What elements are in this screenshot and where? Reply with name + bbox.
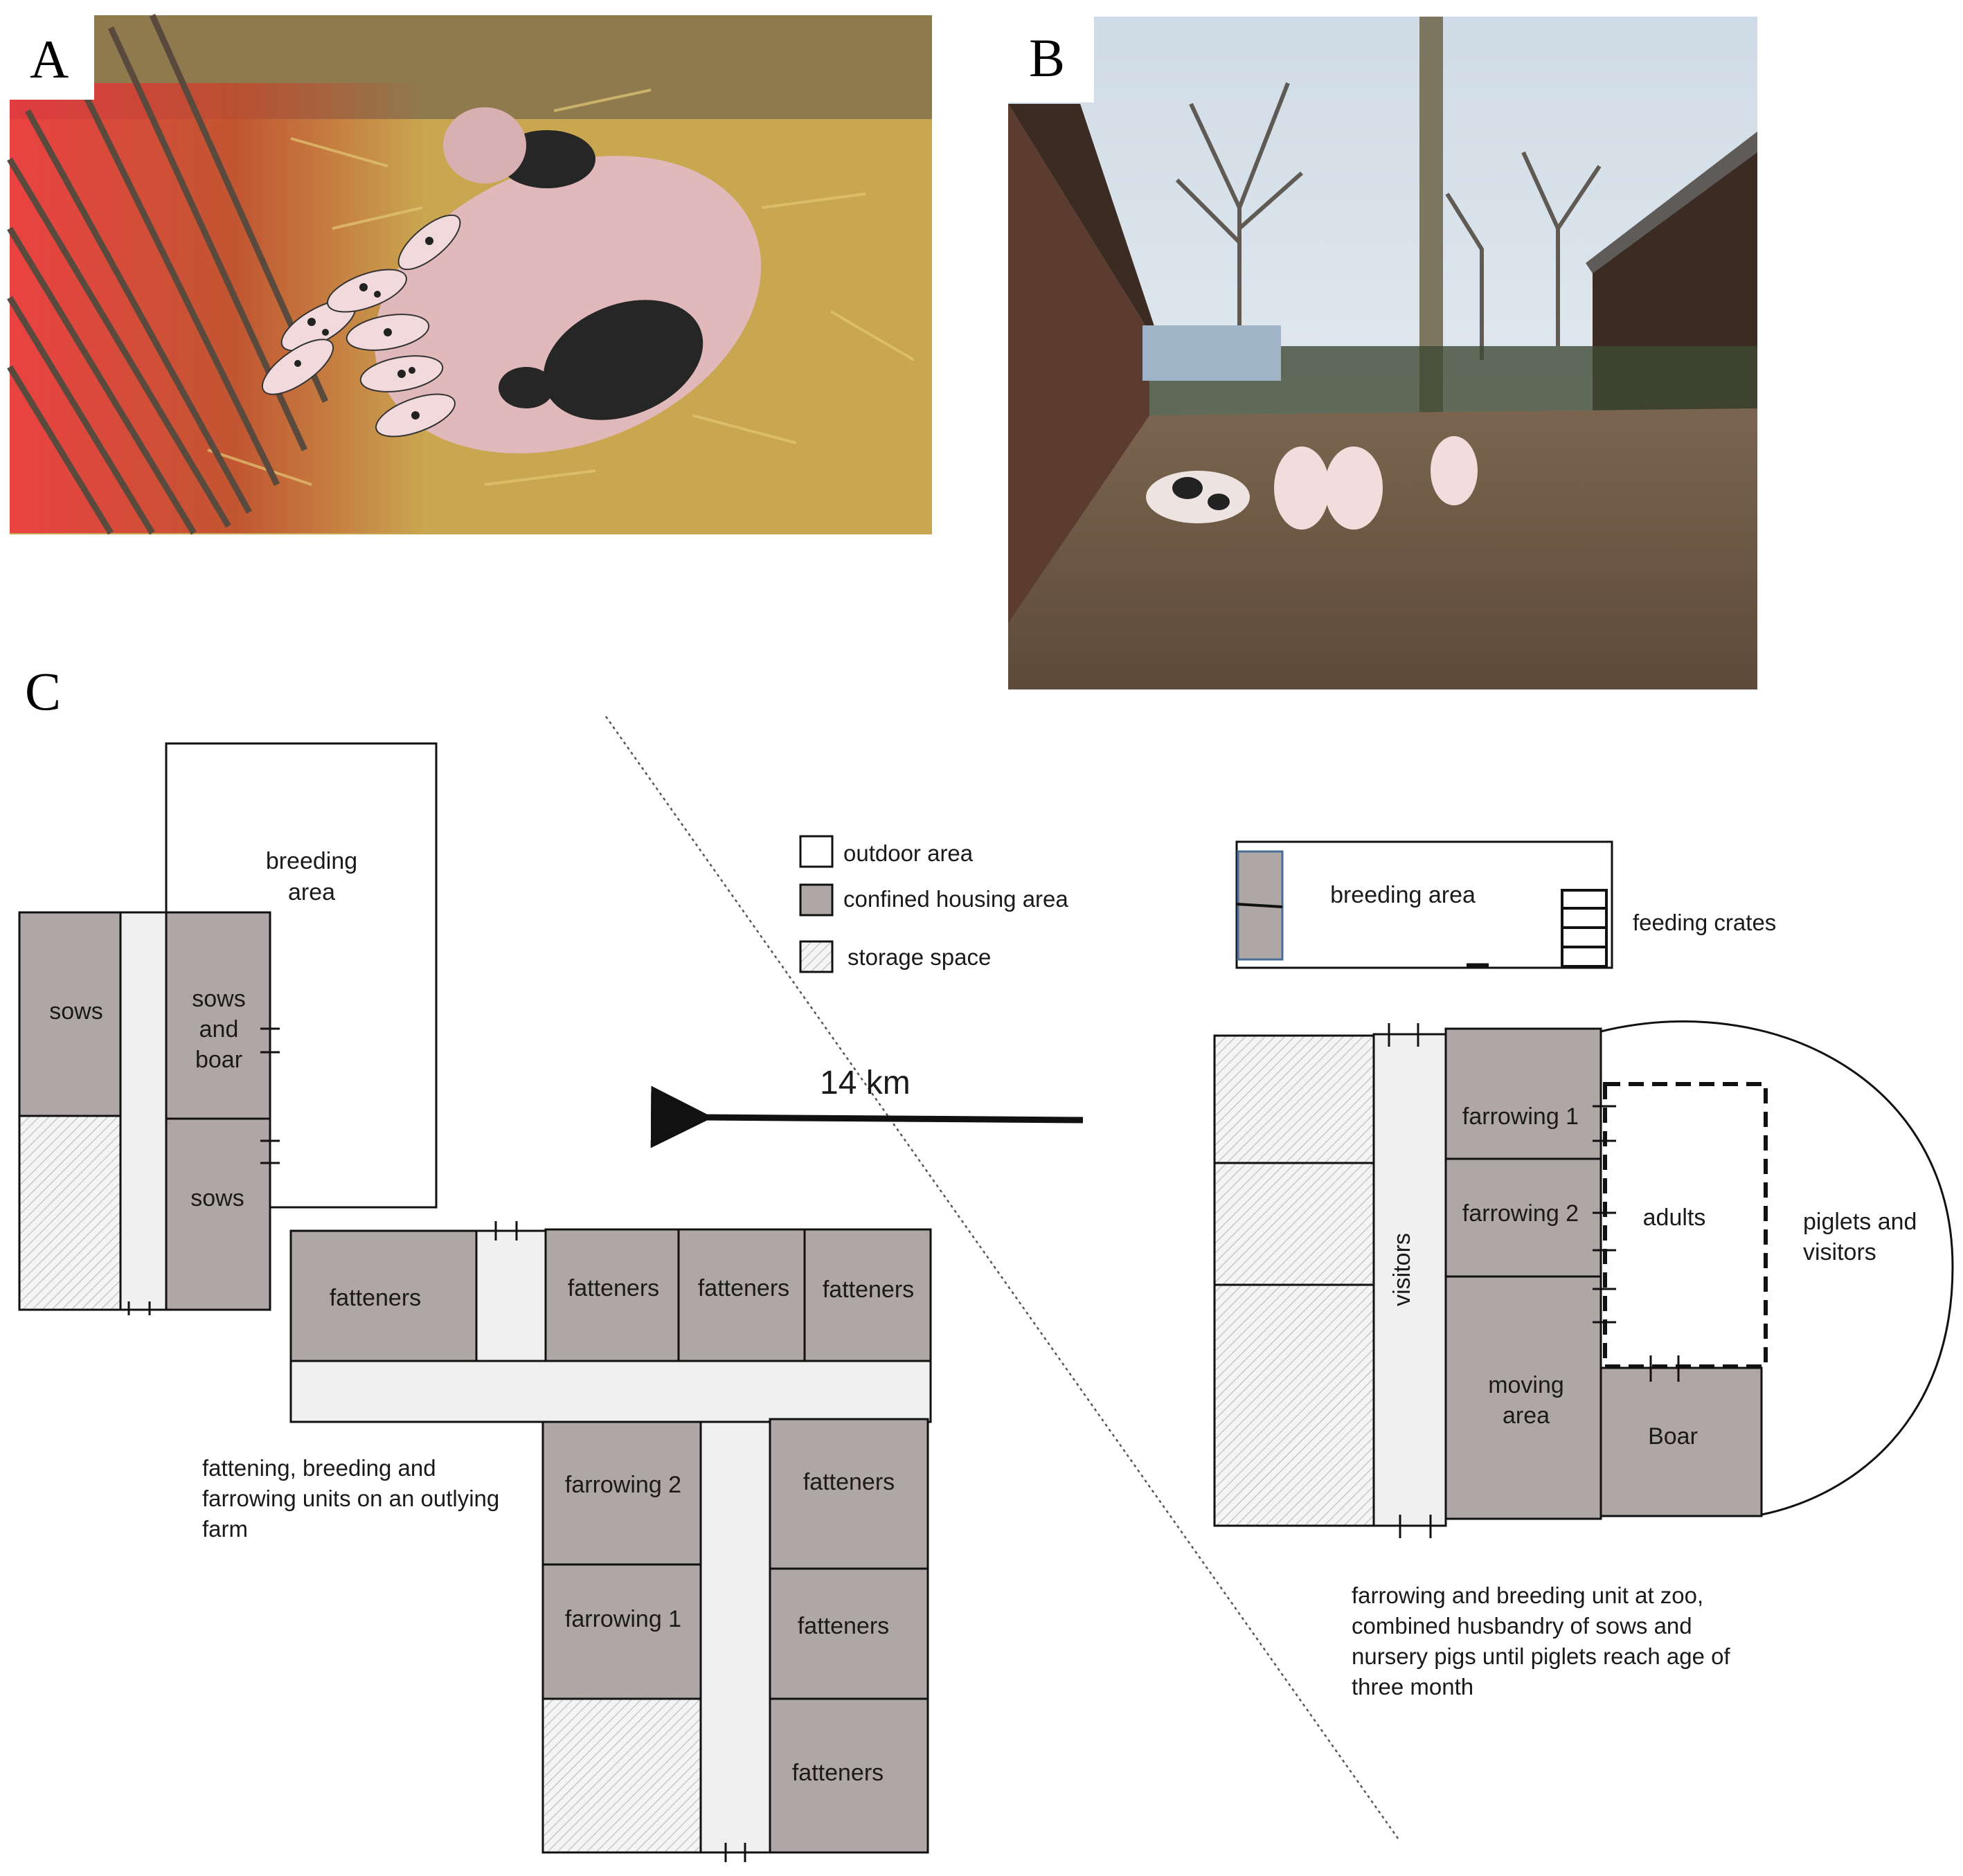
farm-fatteners-right-1-label: fatteners — [803, 1469, 895, 1495]
farm-breeding-area-label-line1: breeding — [266, 848, 357, 874]
legend-swatch-storage — [799, 940, 834, 973]
zoo-farrowing-2-pen — [1444, 1157, 1602, 1278]
farm-sows-and-boar-pen — [165, 911, 271, 1120]
zoo-caption-line4: three month — [1352, 1674, 1473, 1699]
farm-fatteners-right-3-label: fatteners — [792, 1760, 884, 1786]
zoo-farrowing-1-pen — [1444, 1027, 1602, 1160]
panel-c-label: C — [25, 661, 61, 721]
farm-fatteners-pen-right-2 — [769, 1567, 929, 1700]
zoo-piglets-visitors-label-line1: piglets and — [1803, 1209, 1917, 1235]
legend-label-outdoor: outdoor area — [843, 840, 974, 866]
legend-swatch-outdoor — [799, 835, 834, 868]
zoo-moving-area-label-line2: area — [1503, 1403, 1550, 1429]
zoo-farrowing-1-label: farrowing 1 — [1462, 1103, 1579, 1130]
zoo-storage-3 — [1213, 1283, 1375, 1527]
zoo-boar-pen — [1599, 1367, 1763, 1517]
zoo-caption-line2: combined husbandry of sows and — [1352, 1613, 1692, 1639]
farm-fatteners-pen-left — [289, 1229, 478, 1362]
zoo-storage-1 — [1213, 1034, 1375, 1164]
zoo-farrowing-2-label: farrowing 2 — [1462, 1200, 1579, 1227]
photo-a-sow-with-piglets — [7, 14, 932, 535]
farm-farrowing-1-label: farrowing 1 — [565, 1606, 681, 1632]
farm-sows-pen-top — [18, 911, 122, 1117]
farm-fatteners-pen-right-1 — [769, 1418, 929, 1570]
farm-corridor-entry — [475, 1229, 547, 1362]
zoo-storage-2 — [1213, 1162, 1375, 1286]
panel-a-label: A — [30, 29, 69, 89]
zoo-caption-line1: farrowing and breeding unit at zoo, — [1352, 1582, 1703, 1608]
outlying-farm-plan: breeding area sows sows and boar sows fa… — [18, 742, 932, 1862]
farm-fatteners-pen-row-3 — [803, 1228, 932, 1362]
site-separator-line — [604, 716, 1401, 1842]
farm-fatteners-right-2-label: fatteners — [798, 1613, 889, 1639]
farm-fatteners-row-2-label: fatteners — [698, 1275, 789, 1301]
farm-sows-top-label: sows — [49, 998, 102, 1025]
farm-fatteners-pen-row-2 — [677, 1228, 806, 1362]
photo-b-pigs-outdoor — [1008, 17, 1757, 689]
zoo-adults-area — [1603, 1082, 1768, 1369]
farm-caption-line3: farm — [202, 1516, 248, 1542]
zoo-breeding-area-label: breeding area — [1330, 882, 1476, 908]
farm-sows-pen-lower — [165, 1117, 271, 1311]
farm-corridor-vertical — [699, 1420, 771, 1854]
farm-sows-and-boar-label-line2: and — [199, 1016, 239, 1043]
farm-corridor-left — [119, 911, 168, 1311]
zoo-breeding-area — [1235, 840, 1613, 969]
farm-farrowing-2-label: farrowing 2 — [565, 1472, 681, 1498]
distance-label: 14 km — [820, 1065, 911, 1101]
farm-fatteners-left-label: fatteners — [330, 1285, 421, 1311]
panel-b-label: B — [1029, 28, 1065, 88]
farm-caption-line2: farrowing units on an outlying — [202, 1486, 499, 1511]
farm-corridor-horizontal — [289, 1360, 932, 1423]
panel-a-label-bg — [10, 15, 94, 100]
legend-swatch-confined — [799, 883, 834, 917]
farm-caption-line1: fattening, breeding and — [202, 1455, 436, 1481]
farm-storage-lower — [541, 1697, 702, 1854]
zoo-caption-line3: nursery pigs until piglets reach age of — [1352, 1643, 1730, 1669]
farm-farrowing-1-pen — [541, 1563, 702, 1700]
farm-storage-left — [18, 1115, 122, 1311]
zoo-boar-label: Boar — [1648, 1423, 1698, 1450]
farm-farrowing-2-pen — [541, 1420, 702, 1566]
distance-arrow — [650, 1085, 1084, 1148]
legend-label-storage: storage space — [848, 944, 991, 970]
farm-sows-and-boar-label-line3: boar — [195, 1047, 242, 1073]
zoo-feeding-crates — [1561, 889, 1608, 968]
farm-breeding-area-label-line2: area — [288, 879, 335, 905]
farm-fatteners-row-1-label: fatteners — [568, 1275, 659, 1301]
zoo-piglets-visitors-label-line2: visitors — [1803, 1239, 1876, 1265]
zoo-feeding-crates-label: feeding crates — [1633, 910, 1776, 935]
farm-sows-lower-label: sows — [190, 1185, 244, 1211]
farm-sows-and-boar-label-line1: sows — [192, 986, 245, 1012]
zoo-moving-area-label-line1: moving — [1488, 1372, 1564, 1398]
panel-b-label-bg — [1008, 17, 1094, 102]
farm-fatteners-pen-right-3 — [769, 1697, 929, 1854]
zoo-adults-label: adults — [1643, 1205, 1706, 1231]
zoo-visitors-corridor-label: visitors — [1389, 1233, 1415, 1306]
farm-fatteners-row-3-label: fatteners — [823, 1277, 914, 1303]
zoo-plan: breeding area feeding crates visitors fa… — [1213, 840, 1954, 1699]
legend: outdoor area confined housing area stora… — [799, 835, 1068, 973]
legend-label-confined: confined housing area — [843, 886, 1068, 912]
